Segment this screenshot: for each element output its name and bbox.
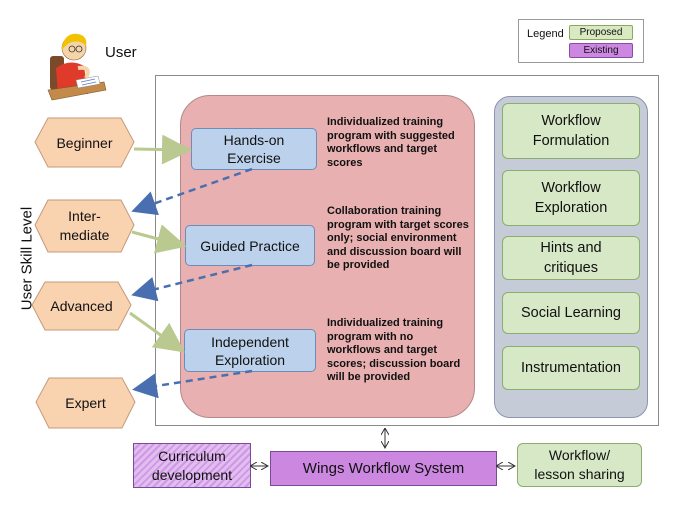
sharing-line2: lesson sharing [534,466,625,482]
curriculum-line1: Curriculum [158,447,226,464]
mode-label-line1: Hands-on [223,132,285,148]
curriculum-development-box: Curriculum development [133,443,251,488]
legend: Legend Proposed Existing [518,19,644,63]
mode-description: Collaboration training program with targ… [327,205,469,272]
legend-proposed-swatch: Proposed [569,25,633,40]
mode-label-line1: Independent [211,333,289,350]
legend-title: Legend [527,28,564,40]
mode-label-line1: Guided Practice [200,237,300,254]
mode-label-line2: Exploration [214,351,286,368]
skill-label: Advanced [50,297,113,314]
curriculum-line2: development [151,466,233,483]
mode-description: Individualized training program with no … [327,317,461,384]
skill-label-line2: mediate [59,227,110,243]
mode-guided-practice: Guided Practice [185,225,315,266]
component-label-line1: Social Learning [521,305,621,321]
component-label-line1: Workflow [541,113,601,129]
skill-level-axis-label: User Skill Level [18,206,36,311]
component-label-line2: Formulation [532,133,610,149]
skill-advanced: Advanced [45,291,118,321]
skill-beginner: Beginner [48,128,121,158]
component-label-line2: critiques [543,260,598,276]
component-label-line1: Workflow [541,180,601,196]
component-label-line2: Exploration [534,200,608,216]
legend-existing-swatch: Existing [569,43,633,58]
sharing-line1: Workflow/ [548,447,611,463]
skill-intermediate: Inter-mediate [48,205,121,247]
mode-description: Individualized training program with sug… [327,116,455,169]
skill-label-line1: Inter- [68,208,101,224]
skill-label: Beginner [56,134,113,151]
component-label-line1: Instrumentation [521,360,621,376]
mode-label-line2: Exercise [227,150,281,166]
skill-expert: Expert [49,388,122,418]
workflow-lesson-sharing-box: Workflow/lesson sharing [517,443,642,487]
component-hints-and-critiques: Hints and critiques [502,236,640,280]
wings-workflow-system-box: Wings Workflow System [270,451,497,486]
component-social-learning: Social Learning [502,292,640,334]
component-label-line1: Hints and [540,240,602,256]
component-instrumentation: Instrumentation [502,346,640,390]
skill-label: Expert [65,394,106,411]
user-label: User [105,44,137,61]
